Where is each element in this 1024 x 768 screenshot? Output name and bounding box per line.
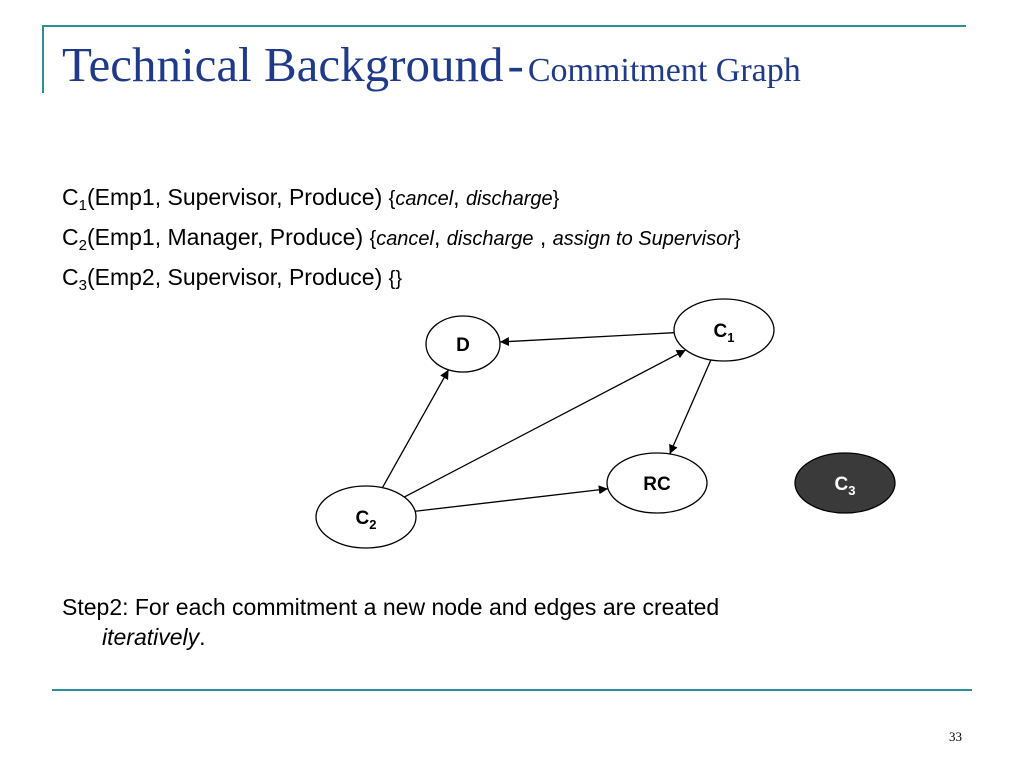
top-rule [42, 25, 966, 27]
edge-c1-to-d [499, 332, 675, 347]
action-cancel: cancel [376, 228, 434, 250]
node-rc-label: RC [643, 474, 671, 495]
commitment-args: (Emp1, Supervisor, Produce) [86, 184, 383, 210]
node-c3-label: C3 [835, 474, 856, 498]
node-rc-shape [606, 452, 708, 514]
node-c3: C3 [794, 452, 896, 514]
node-c1-shape [673, 298, 775, 362]
commitment-args: (Emp2, Supervisor, Produce) [86, 264, 383, 290]
commitment-letter: C [62, 184, 79, 210]
actions-open-brace: { [388, 188, 396, 210]
action-separator: , [533, 224, 553, 250]
commitment-list: C1(Emp1, Supervisor, Produce) {cancel, d… [62, 178, 741, 298]
action-separator: , [453, 184, 466, 210]
commitment-index: 2 [78, 237, 87, 254]
actions-empty-braces: {} [388, 268, 403, 290]
commitment-index: 1 [78, 197, 87, 214]
node-c1-label: C1 [714, 321, 735, 345]
commitment-c1: C1(Emp1, Supervisor, Produce) {cancel, d… [62, 178, 741, 218]
actions-open-brace: { [369, 228, 377, 250]
commitment-letter: C [62, 264, 79, 290]
commitment-c3: C3(Emp2, Supervisor, Produce) {} [62, 258, 741, 298]
node-d-label: D [456, 335, 470, 356]
title-sub: Commitment Graph [527, 52, 801, 89]
edge-c2-to-d [381, 369, 450, 489]
step-emphasis-text: iteratively [102, 624, 200, 650]
node-c2: C2 [315, 485, 417, 549]
action-cancel: cancel [395, 188, 454, 210]
edge-c2-to-c1 [403, 349, 687, 498]
step-tail-text: . [199, 624, 206, 650]
action-discharge: discharge [446, 228, 534, 250]
page-number: 33 [949, 729, 962, 744]
title-accent-rule [42, 25, 44, 93]
edge-c1-to-rc [669, 359, 712, 455]
graph-edges [381, 332, 712, 512]
edge-c2-to-rc [415, 485, 608, 512]
actions-close-brace: } [733, 228, 741, 250]
node-c1: C1 [673, 298, 775, 362]
commitment-index: 3 [78, 277, 87, 294]
node-c2-label: C2 [356, 508, 377, 532]
title-main: Technical Background [62, 37, 504, 92]
step-lead-text: Step2: For each commitment a new node an… [62, 594, 720, 620]
node-c2-shape [315, 485, 417, 549]
node-d-shape [425, 315, 501, 373]
node-d: D [425, 315, 501, 373]
step-description: Step2: For each commitment a new node an… [62, 592, 942, 652]
commitment-letter: C [62, 224, 79, 250]
actions-close-brace: } [552, 188, 560, 210]
node-c3-shape [794, 452, 896, 514]
action-assign: assign to Supervisor [552, 228, 734, 250]
bottom-rule [52, 689, 972, 691]
node-rc: RC [606, 452, 708, 514]
action-separator: , [434, 224, 447, 250]
action-discharge: discharge [465, 188, 553, 210]
commitment-args: (Emp1, Manager, Produce) [86, 224, 364, 250]
commitment-c2: C2(Emp1, Manager, Produce) {cancel, disc… [62, 218, 741, 258]
slide-title: Technical Background - Commitment Graph [62, 40, 801, 89]
title-separator: - [507, 37, 524, 92]
